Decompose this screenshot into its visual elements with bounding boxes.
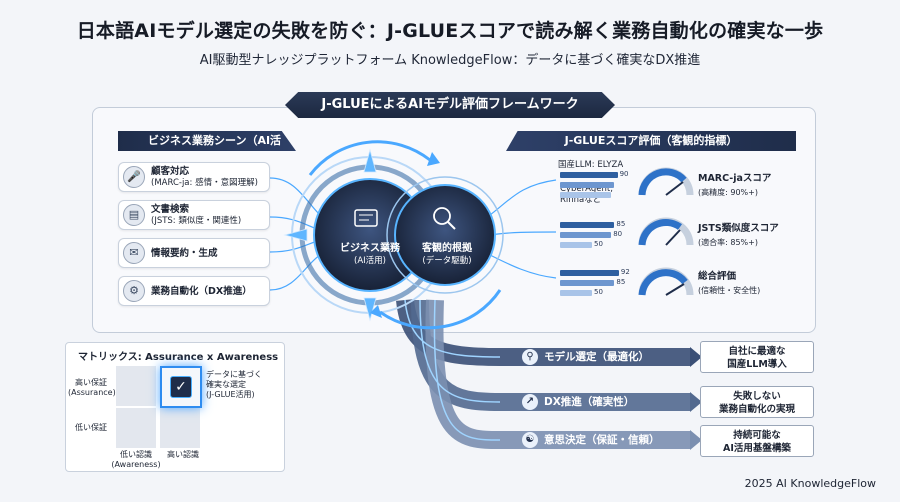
- score-sub: (信頼性・安全性): [698, 286, 761, 295]
- hub-right-text: 客観的根拠 (データ駆動): [405, 243, 489, 267]
- x-low-label: 低い認識: [120, 450, 152, 459]
- score-bar: [560, 242, 592, 248]
- list-item: 🎤 顧客対応(MARC-ja: 感情・意図理解): [118, 162, 270, 192]
- matrix-cell: [160, 408, 200, 448]
- document-icon: ▤: [123, 204, 145, 226]
- score-sub: (適合率: 85%+): [698, 238, 758, 247]
- hub-right-label: 客観的根拠: [422, 243, 472, 254]
- list-item: ▤ 文書検索(JSTS: 類似度・関連性): [118, 200, 270, 230]
- item-sub: (JSTS: 類似度・関連性): [151, 215, 242, 226]
- matrix-panel: [65, 342, 285, 472]
- score-title: 総合評価: [698, 271, 737, 282]
- handshake-icon: ☯: [522, 432, 538, 448]
- flow-label-model: ⚲ モデル選定（最適化）: [510, 346, 649, 368]
- matrix-x-low: 低い認識(Awareness): [108, 450, 164, 470]
- score-title: JSTS類似度スコア: [698, 223, 779, 234]
- outcome-line: 国産LLM導入: [727, 359, 787, 370]
- gear-icon: ⚙: [123, 280, 145, 302]
- left-panel-title: ビジネス業務シーン（AI活用）: [118, 131, 296, 151]
- outcome-line: 失敗しない: [733, 391, 781, 402]
- outcome-box: 失敗しない業務自動化の実現: [700, 386, 814, 418]
- outcome-line: 持続可能な: [733, 430, 781, 441]
- score-bar: [560, 172, 618, 178]
- hub-right-sub: (データ駆動): [422, 256, 472, 266]
- outcome-box: 持続可能な AI活用基盤構築: [700, 425, 814, 457]
- flow-text: DX推進（確実性）: [544, 396, 635, 408]
- score-bar-value: 85: [616, 220, 626, 228]
- right-panel-title: J-GLUEスコア評価（客観的指標）: [506, 131, 796, 151]
- score-bar-value: 50: [594, 240, 603, 248]
- note-line: (J-GLUE活用): [206, 390, 255, 399]
- score-bar-value: 50: [594, 288, 603, 296]
- gauge-graphics: [638, 167, 694, 296]
- x-low-sub: (Awareness): [111, 460, 161, 469]
- matrix-cell: [116, 408, 156, 448]
- score-bar: [560, 232, 612, 238]
- note-line: データに基づく: [206, 370, 262, 379]
- score-bar: [560, 270, 619, 276]
- matrix-title: マトリックス: Assurance x Awareness: [78, 352, 279, 363]
- outcome-line: 業務自動化の実現: [718, 404, 795, 415]
- footer-credit: 2025 AI KnowledgeFlow: [744, 477, 876, 490]
- hub-left-sub: (AI活用): [354, 256, 386, 266]
- note-line: 確実な選定: [206, 380, 246, 389]
- item-label: 業務自動化（DX推進）: [151, 286, 252, 297]
- search-icon: ⚲: [522, 349, 538, 365]
- item-label: 顧客対応: [151, 166, 190, 177]
- score-title: MARC-jaスコア: [698, 173, 772, 184]
- item-sub: (MARC-ja: 感情・意図理解): [151, 177, 258, 188]
- page-subtitle: AI駆動型ナレッジプラットフォーム KnowledgeFlow：データに基づく確…: [199, 53, 701, 68]
- matrix-cell: [116, 366, 156, 406]
- flow-path-3: [425, 299, 690, 449]
- page-title: 日本語AIモデル選定の失敗を防ぐ：J-GLUEスコアで読み解く業務自動化の確実な…: [76, 20, 824, 42]
- matrix-y-low: 低い保証: [75, 423, 107, 432]
- score-bar-value: 90: [619, 170, 629, 178]
- y-high-sub: (Assurance): [68, 388, 116, 397]
- hub-circle-right: [394, 184, 496, 286]
- model-label-1: 国産LLM: ELYZA: [558, 160, 624, 170]
- model-label-2: CyberAgent, Rinnaなど: [560, 184, 613, 205]
- score-bar-value: 92: [620, 268, 630, 276]
- outcome-line: AI活用基盤構築: [723, 443, 791, 454]
- flow-label-decision: ☯ 意思決定（保証・信頼）: [510, 429, 660, 451]
- hub-left-label: ビジネス業務: [340, 243, 400, 254]
- matrix-x-high: 高い認識: [167, 450, 199, 459]
- item-label: 文書検索: [151, 204, 190, 215]
- list-item: ✉ 情報要約・生成: [118, 238, 270, 268]
- outcome-box: 自社に最適な国産LLM導入: [700, 341, 814, 373]
- item-label: 情報要約・生成: [151, 248, 218, 259]
- flow-label-dx: ↗ DX推進（確実性）: [510, 391, 634, 413]
- y-high-label: 高い保証: [75, 378, 107, 387]
- microphone-icon: 🎤: [123, 166, 145, 188]
- flow-text: モデル選定（最適化）: [544, 351, 649, 363]
- hub-left-text: ビジネス業務 (AI活用): [328, 243, 412, 267]
- score-bar: [560, 280, 615, 286]
- framework-title: J-GLUEによるAIモデル評価フレームワーク: [285, 92, 615, 118]
- score-bar-value: 80: [613, 230, 623, 238]
- score-bar: [560, 182, 615, 188]
- outcome-line: 自社に最適な: [728, 346, 786, 357]
- score-bar: [560, 222, 615, 228]
- flow-text: 意思決定（保証・信頼）: [544, 434, 660, 446]
- score-bar-value: 85: [616, 278, 626, 286]
- growth-icon: ↗: [522, 394, 538, 410]
- matrix-y-high: 高い保証(Assurance): [68, 378, 116, 398]
- score-bar: [560, 192, 612, 198]
- list-item: ⚙ 業務自動化（DX推進）: [118, 276, 270, 306]
- chat-icon: ✉: [123, 242, 145, 264]
- check-icon: ✓: [170, 376, 192, 398]
- score-bar: [560, 290, 592, 296]
- matrix-note: データに基づく 確実な選定 (J-GLUE活用): [206, 370, 272, 400]
- score-sub: (高精度: 90%+): [698, 188, 758, 197]
